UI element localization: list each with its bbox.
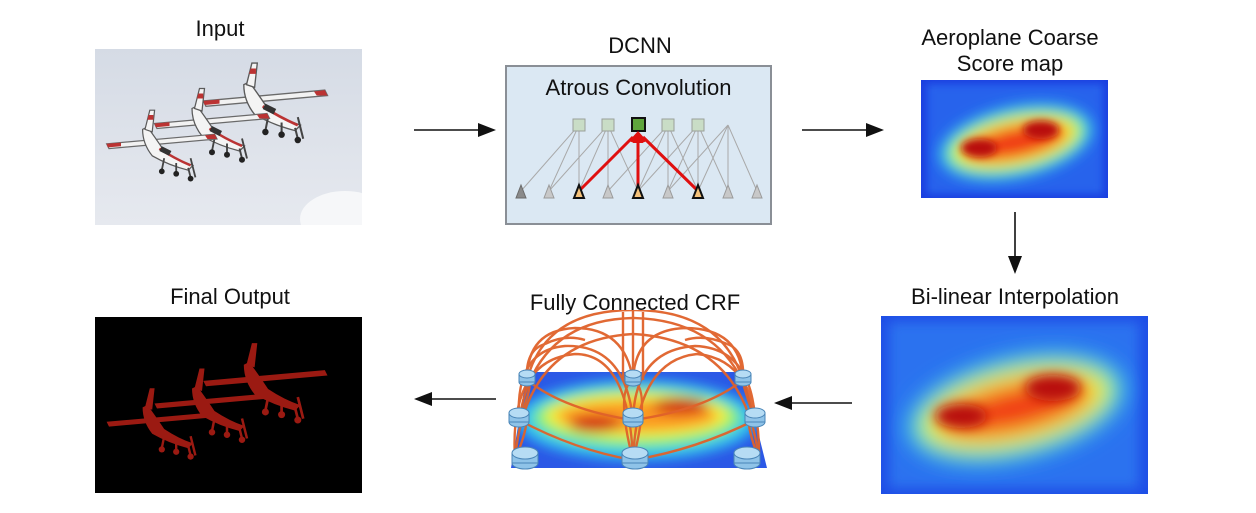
coarse-score-map-label-line1: Aeroplane Coarse (921, 25, 1099, 50)
dcnn-label: DCNN (608, 33, 672, 58)
dcnn-box: Atrous Convolution (505, 65, 772, 225)
bilinear-interpolation-map (881, 316, 1148, 494)
input-label: Input (195, 16, 245, 41)
arrow-down-icon (1008, 212, 1022, 274)
final-output-label: Final Output (170, 284, 290, 309)
coarse-score-map-label: Aeroplane Coarse Score map (880, 25, 1140, 77)
arrow-right-icon (414, 123, 496, 137)
input-image (95, 49, 362, 225)
atrous-convolution-label: Atrous Convolution (545, 75, 732, 100)
arrow-left-icon (774, 396, 852, 410)
bilinear-interpolation-label: Bi-linear Interpolation (911, 284, 1119, 309)
atrous-convolution-graphic (515, 117, 763, 199)
crf-label: Fully Connected CRF (529, 290, 741, 315)
arrow-right-icon (802, 123, 884, 137)
arrow-left-icon (414, 392, 496, 406)
output-unit-icon (631, 117, 646, 132)
final-output-mask (95, 317, 362, 493)
coarse-score-map-label-line2: Score map (956, 51, 1064, 76)
coarse-score-map (921, 80, 1108, 198)
crf-graphic (505, 310, 775, 475)
